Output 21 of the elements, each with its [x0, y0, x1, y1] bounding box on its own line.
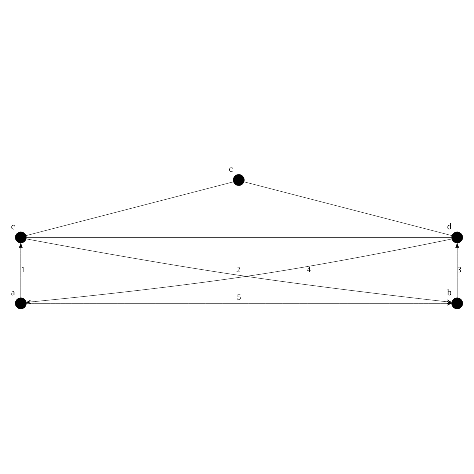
edge-label: 1: [21, 266, 26, 275]
arrow: [456, 243, 460, 298]
edge-label: 4: [306, 266, 311, 275]
node-label: d: [447, 221, 452, 232]
node-label: a: [11, 287, 16, 298]
arrow: [26, 301, 452, 306]
node-circle: [15, 232, 27, 244]
node-label: b: [447, 287, 452, 298]
edge-label: 2: [236, 266, 241, 275]
node-label: c: [11, 221, 16, 232]
edge-label: 3: [458, 266, 462, 275]
edge-label: 5: [237, 292, 242, 302]
node-label: c: [229, 164, 234, 174]
node-circle: [452, 298, 464, 310]
connector: [26, 237, 452, 238]
connector: [244, 182, 452, 236]
node-circle: [233, 174, 245, 186]
node-circle: [452, 232, 464, 244]
arrow: [19, 243, 23, 298]
connector: [26, 182, 234, 236]
node-circle: [15, 298, 27, 310]
